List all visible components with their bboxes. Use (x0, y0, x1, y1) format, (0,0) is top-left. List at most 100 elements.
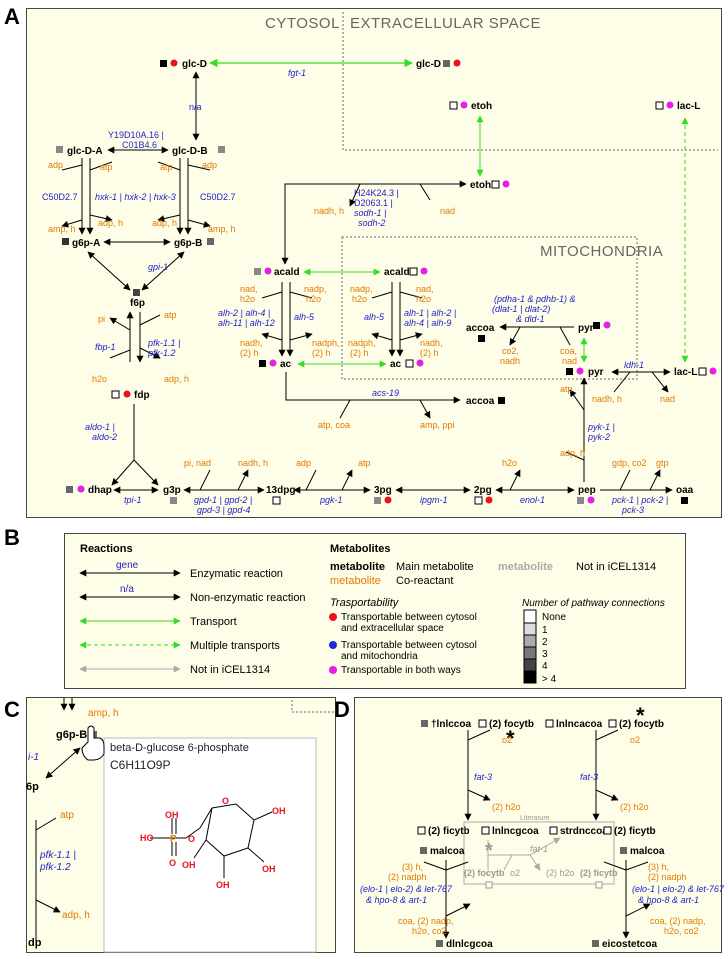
line-mark (341, 469, 353, 491)
panel-d-gh2o: (2) h2o (546, 868, 575, 878)
line-mark (503, 854, 513, 871)
cofactors-amp-h: amp, h (48, 224, 76, 234)
rect-mark (485, 881, 493, 889)
line-mark (529, 837, 561, 856)
line-mark (509, 469, 521, 491)
circle-mark (329, 613, 337, 621)
gene-ipgm1: ipgm-1 (420, 495, 448, 505)
panel-d-gficytb: (2) ficytb (580, 868, 618, 878)
line-mark (111, 459, 135, 486)
met-g3p: g3p (163, 485, 181, 496)
circle-mark (384, 496, 392, 504)
met-acald-mit: acald (384, 267, 410, 278)
gene-gpd2: gpd-3 | gpd-4 (197, 505, 250, 515)
tooltip-formula: C6H11O9P (110, 758, 170, 772)
line-mark (35, 899, 61, 913)
legend-multiple: Multiple transports (190, 640, 280, 652)
line-mark (247, 847, 265, 863)
panel-d-o2a: o2 (502, 735, 512, 745)
cofactors-nadh-h: nadh, h (238, 458, 268, 468)
panel-d-coa-a2: h2o, co2 (412, 926, 447, 936)
line-mark (109, 317, 131, 331)
met-g6p-b: g6p-B (174, 238, 202, 249)
compartment-mitochondria: MITOCHONDRIA (540, 243, 663, 260)
transport-dot-red (170, 59, 178, 67)
line-mark (261, 291, 283, 299)
panel-d-label: D (334, 697, 350, 722)
panel-d-malcoa1: malcoa (430, 846, 465, 857)
panel-d-ficytb1: (2) ficytb (428, 826, 470, 837)
met-3pg: 3pg (374, 485, 392, 496)
panel-d-fat1: fat-1 (530, 844, 548, 854)
panel-d-h2ob: (2) h2o (620, 802, 649, 812)
gene-pdh3: & dld-1 (516, 314, 545, 324)
panel-c-atoms-ho: HO (140, 833, 154, 843)
cofactors-amp-ppi: amp, ppi (420, 420, 455, 430)
text-mark: * (485, 840, 493, 862)
cofactors-nad-h2o: nad, (240, 284, 258, 294)
panel-c-atp: atp (60, 810, 74, 821)
cofactors-atp: atp (100, 162, 113, 172)
line-mark (133, 459, 159, 486)
gene-gpi1: gpi-1 (148, 262, 168, 272)
gene-alh5a: alh-5 (294, 312, 315, 322)
panel-c-label: C (4, 697, 20, 722)
circle-mark (603, 321, 611, 329)
rect-mark (409, 267, 418, 276)
met-pyr-cyt: pyr (588, 367, 604, 378)
rect-mark (207, 238, 214, 245)
circle-mark (264, 267, 272, 275)
rect-mark (577, 497, 584, 504)
met-glc-d-a: glc-D-A (67, 146, 103, 157)
path-mark (291, 700, 336, 713)
rect-mark (478, 719, 487, 728)
circle-mark (77, 485, 85, 493)
cofactors-h2o-only: h2o (416, 294, 431, 304)
legend-co-reactant: Co-reactant (396, 575, 453, 587)
hand-cursor-icon (81, 725, 105, 761)
gene-tpi1: tpi-1 (124, 495, 142, 505)
panel-c-atoms-oh: OH (272, 806, 286, 816)
rect-mark (523, 622, 537, 636)
rect-mark (259, 360, 266, 367)
line-mark (445, 861, 469, 871)
panel-d-nadph2b: (2) nadph (648, 872, 687, 882)
panel-d-elo-a2: & hpo-8 & art-1 (366, 895, 427, 905)
panel-c-atoms-oh: OH (182, 860, 196, 870)
cofactors-adp: adp (48, 160, 63, 170)
cofactors-nad: nad (440, 206, 455, 216)
rect-mark (254, 268, 261, 275)
gene-pfk2: pfk-1.2 (147, 348, 176, 358)
gene-h24b: D2063.1 | (354, 198, 393, 208)
gene-y19: Y19D10A.16 | (108, 130, 164, 140)
rect-mark (62, 238, 69, 245)
panel-d-nadph2a: (2) nadph (388, 872, 427, 882)
panel-d-o2b: o2 (630, 735, 640, 745)
gene-fbp1: fbp-1 (95, 342, 116, 352)
panel-c-atoms-oh: OH (262, 864, 276, 874)
met-fdp: fdp (134, 390, 150, 401)
panel-d-gfocytb: (2) focytb (464, 868, 505, 878)
compartment-extracellular: EXTRACELLULAR SPACE (350, 15, 541, 32)
rect-mark (523, 646, 537, 660)
met-13dpg: 13dpg (266, 485, 295, 496)
line-mark (649, 469, 661, 491)
line-mark (193, 839, 207, 859)
panel-c-pfk1: pfk-1.1 | (39, 850, 76, 861)
line-mark (651, 371, 669, 393)
line-mark (419, 183, 431, 201)
cofactors-gtp: gtp (656, 458, 669, 468)
gene-enol1: enol-1 (520, 495, 545, 505)
rect-mark (523, 634, 537, 648)
cofactors-atp-coa: atp, coa (318, 420, 350, 430)
panel-c-sp: 6p (26, 781, 39, 793)
legend-conn-4: 4 (542, 661, 548, 672)
line-mark (371, 291, 393, 299)
rect-mark (421, 720, 428, 727)
met-pep: pep (578, 485, 596, 496)
line-mark (423, 861, 447, 871)
panel-d-lnlccoa: †lnlccoa (431, 719, 471, 730)
panel-d-malcoa2: malcoa (630, 846, 665, 857)
cofactors-adp-h: adp, h (152, 218, 177, 228)
